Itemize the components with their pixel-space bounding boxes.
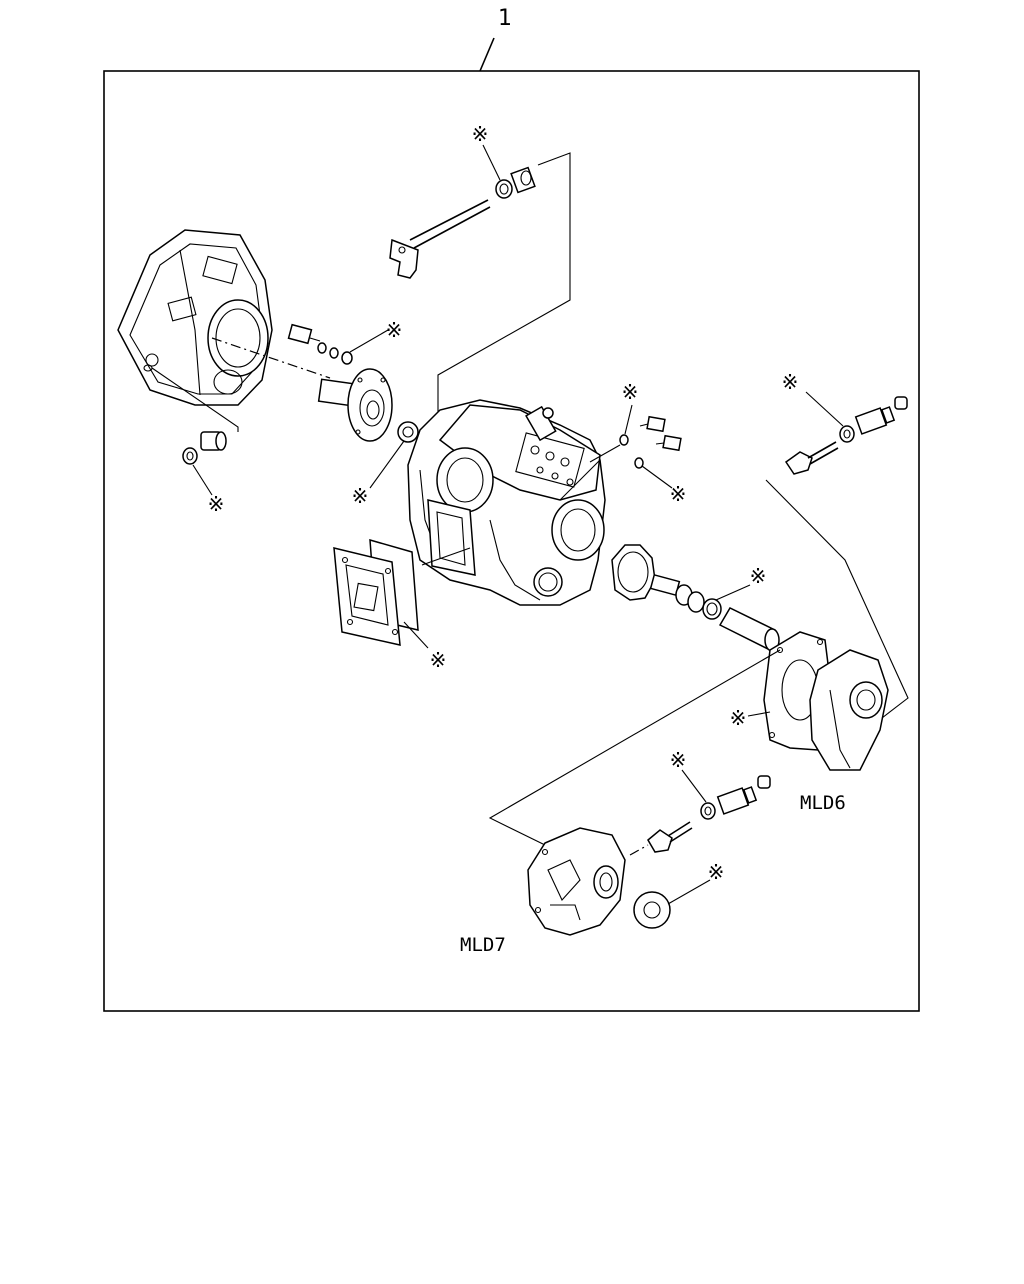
item-callout-leader xyxy=(479,37,495,72)
kit-marker: ※ xyxy=(385,318,403,342)
kit-marker: ※ xyxy=(749,564,767,588)
bolt-set-right-case xyxy=(619,415,682,469)
input-shaft-retainer xyxy=(317,368,393,442)
diagram-frame xyxy=(103,70,920,1012)
nut-top xyxy=(510,166,536,194)
cap-mld6 xyxy=(894,396,908,410)
kit-marker: ※ xyxy=(669,482,687,506)
sensor-body-mld7 xyxy=(716,786,758,815)
kit-marker: ※ xyxy=(707,860,725,884)
oil-seal-mld7 xyxy=(633,891,671,929)
washer-mld7 xyxy=(700,802,716,820)
side-cover-gasket xyxy=(427,499,476,576)
kit-marker: ※ xyxy=(729,706,747,730)
mld7-label: MLD7 xyxy=(460,934,506,956)
rear-housing-mld7 xyxy=(527,827,626,936)
bolt-set-upper-left xyxy=(287,323,353,365)
speed-sensor-mld7 xyxy=(647,821,693,853)
sensor-body-mld6 xyxy=(854,406,896,435)
kit-marker: ※ xyxy=(429,648,447,672)
item-number-label: 1 xyxy=(498,6,512,31)
kit-marker: ※ xyxy=(781,370,799,394)
kit-marker: ※ xyxy=(669,748,687,772)
speed-sensor-mld6 xyxy=(784,441,839,475)
kit-marker: ※ xyxy=(471,122,489,146)
oil-seal xyxy=(397,421,419,443)
side-cover-plate xyxy=(333,538,419,646)
kit-marker: ※ xyxy=(351,484,369,508)
flywheel-housing xyxy=(117,229,273,406)
washer-top xyxy=(495,179,513,199)
mld6-label: MLD6 xyxy=(800,792,846,814)
washer-mld6 xyxy=(839,425,855,443)
rear-housing-mld6 xyxy=(763,631,889,771)
o-ring xyxy=(702,598,722,620)
kit-marker: ※ xyxy=(621,380,639,404)
long-stud-bracket xyxy=(389,199,491,279)
kit-marker: ※ xyxy=(207,492,225,516)
washer-left xyxy=(182,447,198,465)
cap-mld7 xyxy=(757,775,771,789)
output-gear xyxy=(611,544,705,613)
output-sleeve xyxy=(718,607,780,652)
dowel-pin xyxy=(200,431,227,451)
